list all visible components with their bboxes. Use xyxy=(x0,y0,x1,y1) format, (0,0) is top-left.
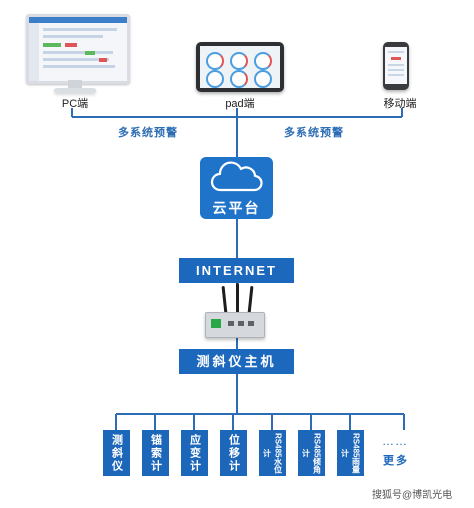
sensor-label: 位移计 xyxy=(227,433,240,473)
inclinometer-host-device-image xyxy=(205,312,265,338)
sensor-rs485-tilt-meter: RS485倾角计 xyxy=(298,430,325,476)
warning-label-right: 多系统预警 xyxy=(284,127,344,139)
sensor-strain-gauge: 应变计 xyxy=(181,430,208,476)
sensor-inclinometer: 测斜仪 xyxy=(103,430,130,476)
sensor-displacement-meter: 位移计 xyxy=(220,430,247,476)
pc-label: PC端 xyxy=(61,98,89,110)
internet-banner: INTERNET xyxy=(179,258,294,283)
inclinometer-host-banner: 测斜仪主机 xyxy=(179,349,294,374)
antenna-icon xyxy=(236,283,239,314)
pc-monitor-image xyxy=(26,14,130,84)
sensor-rs485-water-level: RS485水位计 xyxy=(259,430,286,476)
more-label: 更多 xyxy=(383,455,409,467)
pc-monitor-stand xyxy=(68,80,82,88)
mobile-device-image xyxy=(383,42,409,90)
sensor-anchor-cable-meter: 锚索计 xyxy=(142,430,169,476)
more-dots: …… xyxy=(382,434,408,448)
pad-device-image xyxy=(196,42,284,92)
sensor-label: 锚索计 xyxy=(149,433,162,473)
cloud-platform-label: 云平台 xyxy=(212,200,261,216)
mobile-label: 移动端 xyxy=(383,98,417,110)
cloud-platform-block xyxy=(200,157,273,219)
pc-monitor-base xyxy=(54,88,96,93)
sensor-label: 测斜仪 xyxy=(110,433,123,473)
sensor-rs485-rain-gauge: RS485雨量计 xyxy=(337,430,364,476)
cloud-icon xyxy=(210,161,263,192)
sensor-label: RS485倾角计 xyxy=(301,432,322,474)
warning-label-left: 多系统预警 xyxy=(118,127,178,139)
sensor-label: RS485水位计 xyxy=(262,432,283,474)
pad-label: pad端 xyxy=(225,98,255,110)
sensor-label: RS485雨量计 xyxy=(340,432,361,474)
watermark: 搜狐号@博凯光电 xyxy=(372,490,453,501)
sensor-label: 应变计 xyxy=(188,433,201,473)
